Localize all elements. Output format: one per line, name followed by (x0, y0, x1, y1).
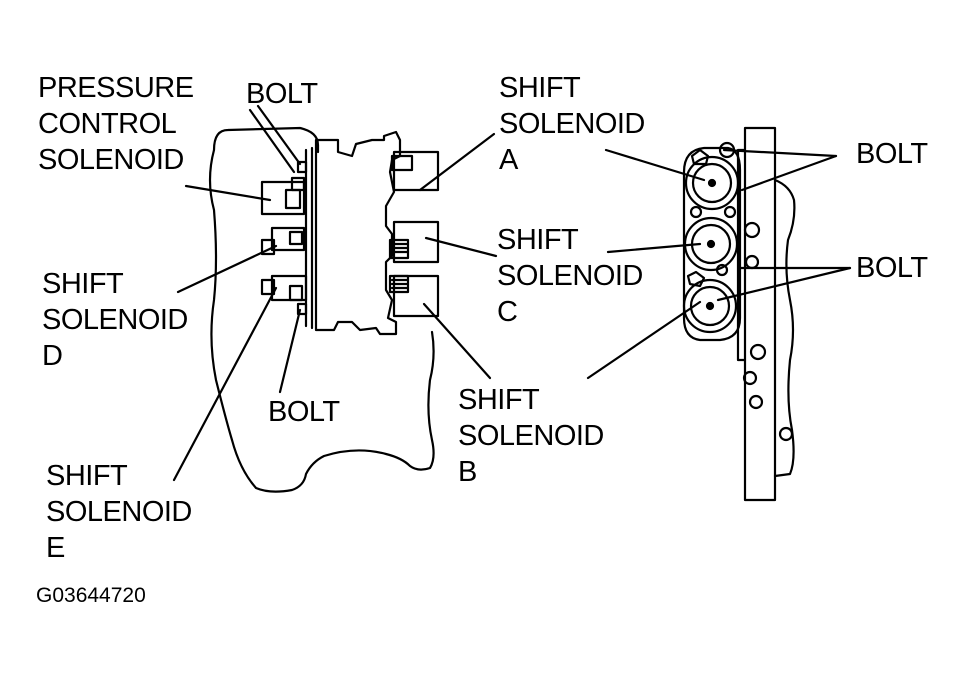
label-line: SOLENOID (458, 420, 604, 452)
label-line: SHIFT (458, 384, 540, 416)
label-bolt-right-upper: BOLT (856, 136, 928, 172)
label-pressure-control-solenoid: PRESSURE CONTROL SOLENOID (38, 70, 194, 178)
leader-bolt-top-1 (248, 108, 296, 174)
label-bolt-lower: BOLT (268, 394, 340, 430)
leader-pressure-control (184, 184, 272, 202)
leader-solenoid-a (418, 132, 496, 192)
label-line: PRESSURE (38, 72, 194, 104)
valve-body-block (314, 130, 402, 336)
label-line: SHIFT (46, 460, 128, 492)
leader-solenoid-d (176, 244, 278, 294)
leader-solenoid-c (424, 236, 498, 258)
label-line: SOLENOID (497, 260, 643, 292)
label-line: D (42, 340, 63, 372)
label-shift-solenoid-a: SHIFT SOLENOID A (499, 70, 645, 178)
label-line: CONTROL (38, 108, 177, 140)
label-line: BOLT (268, 396, 340, 428)
label-shift-solenoid-c: SHIFT SOLENOID C (497, 222, 643, 330)
label-line: SOLENOID (42, 304, 188, 336)
transmission-housing-outline (208, 126, 435, 493)
label-bolt-top: BOLT (246, 76, 318, 112)
leader-right-solenoid-c (606, 242, 702, 254)
leader-right-solenoid-b (586, 300, 702, 380)
label-line: BOLT (856, 138, 928, 170)
leader-bolt-right-upper-1 (722, 148, 838, 158)
label-line: SHIFT (499, 72, 581, 104)
pressure-control-solenoid-body (260, 180, 306, 216)
solenoid-c-body (392, 220, 440, 264)
label-line: E (46, 532, 65, 564)
label-line: SOLENOID (38, 144, 184, 176)
leader-bolt-right-upper-2 (740, 154, 838, 192)
label-shift-solenoid-b: SHIFT SOLENOID B (458, 382, 604, 490)
solenoid-b-body (392, 274, 440, 318)
label-line: C (497, 296, 518, 328)
figure-code: G03644720 (36, 584, 146, 607)
label-line: BOLT (246, 78, 318, 110)
label-shift-solenoid-e: SHIFT SOLENOID E (46, 458, 192, 566)
label-line: A (499, 144, 518, 176)
right-solenoid-housing (682, 146, 742, 342)
label-line: SOLENOID (46, 496, 192, 528)
leader-bolt-top-2 (256, 104, 302, 166)
label-line: BOLT (856, 252, 928, 284)
leader-bolt-lower (278, 308, 302, 394)
leader-solenoid-e (172, 286, 278, 482)
label-line: SHIFT (497, 224, 579, 256)
label-shift-solenoid-d: SHIFT SOLENOID D (42, 266, 188, 374)
label-line: SOLENOID (499, 108, 645, 140)
leader-solenoid-b (422, 302, 492, 380)
label-line: SHIFT (42, 268, 124, 300)
right-solenoid-c-outer (683, 216, 739, 272)
leader-bolt-right-lower-2 (716, 266, 852, 302)
right-solenoid-b-outer (682, 278, 738, 334)
right-solenoid-a-outer (684, 155, 740, 211)
label-line: B (458, 456, 477, 488)
label-bolt-right-lower: BOLT (856, 250, 928, 286)
leader-right-solenoid-a (604, 148, 706, 182)
